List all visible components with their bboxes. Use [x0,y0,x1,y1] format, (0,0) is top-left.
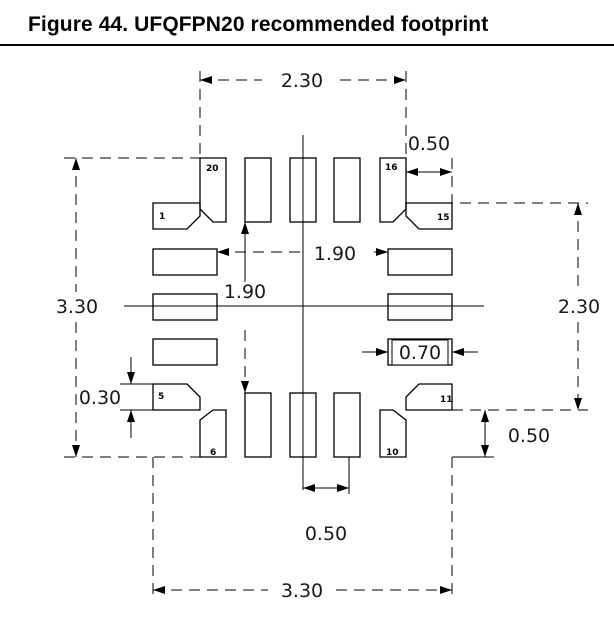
dim-pad-length: 0.70 [399,342,441,364]
pad-bottom-2 [289,392,317,458]
dim-right-pitch: 0.50 [508,425,550,447]
dim-bottom-width: 3.30 [281,580,323,602]
dim-inner-x: 1.90 [314,243,356,265]
pin-label-20: 20 [206,164,219,174]
dim-corner-pitch: 0.50 [408,133,450,155]
dim-top-width: 2.30 [281,70,323,92]
corner-pad-10 [379,409,407,458]
pin-label-11: 11 [440,395,453,405]
pad-top-3 [333,157,361,223]
pad-right-1 [387,248,453,276]
corner-pad-1 [152,202,201,230]
figure-title: Figure 44. UFQFPN20 recommended footprin… [28,13,489,36]
corner-pad-5 [152,383,201,411]
corner-pad-6 [199,409,227,458]
dim-right-height: 2.30 [558,296,600,318]
corner-pad-20 [199,157,227,223]
title-underline [0,44,614,46]
pin-label-5: 5 [158,392,164,402]
dim-outer-height: 3.30 [56,296,98,318]
center-crosshair [124,135,484,490]
dimension-lines [72,76,582,594]
pad-right-2 [387,293,453,321]
pin-label-10: 10 [386,448,399,458]
pad-left-1 [152,248,218,276]
pad-left-3 [152,338,218,366]
corner-pad-11 [405,383,453,411]
pin-label-6: 6 [210,448,216,458]
dim-pad-width: 0.30 [79,387,121,409]
dimension-box-0.70 [391,339,449,366]
extension-lines [64,71,588,600]
dim-bottom-pitch: 0.50 [305,523,347,545]
pad-group [152,157,453,458]
pin-label-16: 16 [385,163,398,173]
pad-left-2 [152,293,218,321]
pad-top-2 [289,157,317,223]
dim-inner-y: 1.90 [224,281,266,303]
pad-bottom-1 [244,392,272,458]
pin-label-1: 1 [159,212,165,222]
pin-label-15: 15 [437,213,450,223]
pad-bottom-3 [333,392,361,458]
corner-pad-16 [379,157,407,223]
pad-top-1 [244,157,272,223]
